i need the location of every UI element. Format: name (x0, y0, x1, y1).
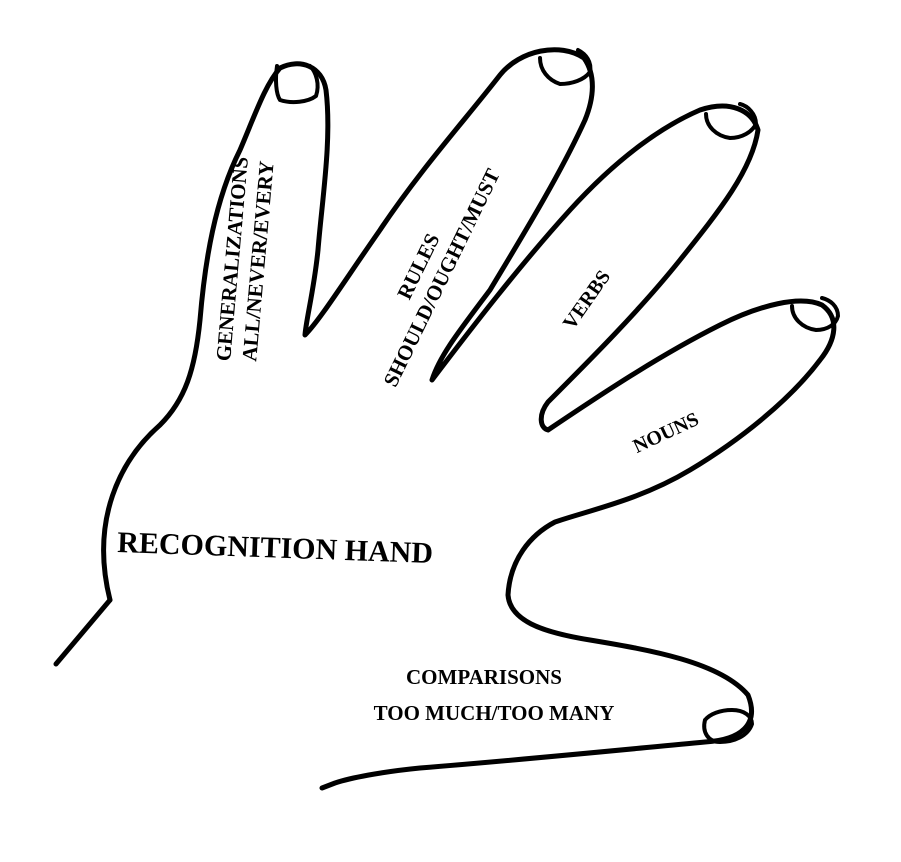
thumb-fingernail (702, 708, 754, 744)
thumb-line-2: TOO MUCH/TOO MANY (374, 701, 615, 725)
hand-title: RECOGNITION HAND (117, 526, 434, 570)
pinky-finger-label: NOUNS (630, 408, 703, 458)
pinky-fingernail (790, 296, 840, 332)
ring-fingernail (704, 102, 758, 140)
hand-outline (101, 47, 837, 791)
middle-finger-label: RULES SHOULD/OUGHT/MUST (378, 165, 504, 391)
ring-line-1: VERBS (559, 266, 615, 333)
pinky-line-1: NOUNS (630, 408, 703, 458)
ring-finger-label: VERBS (559, 266, 615, 333)
index-fingernail (274, 64, 320, 105)
index-finger-label: GENERALIZATIONS ALL/NEVER/EVERY (211, 156, 279, 363)
middle-fingernail (538, 48, 593, 86)
wrist-left-edge (53, 597, 113, 667)
thumb-line-1: COMPARISONS (406, 665, 562, 689)
thumb-label: COMPARISONS TOO MUCH/TOO MANY (374, 665, 615, 725)
